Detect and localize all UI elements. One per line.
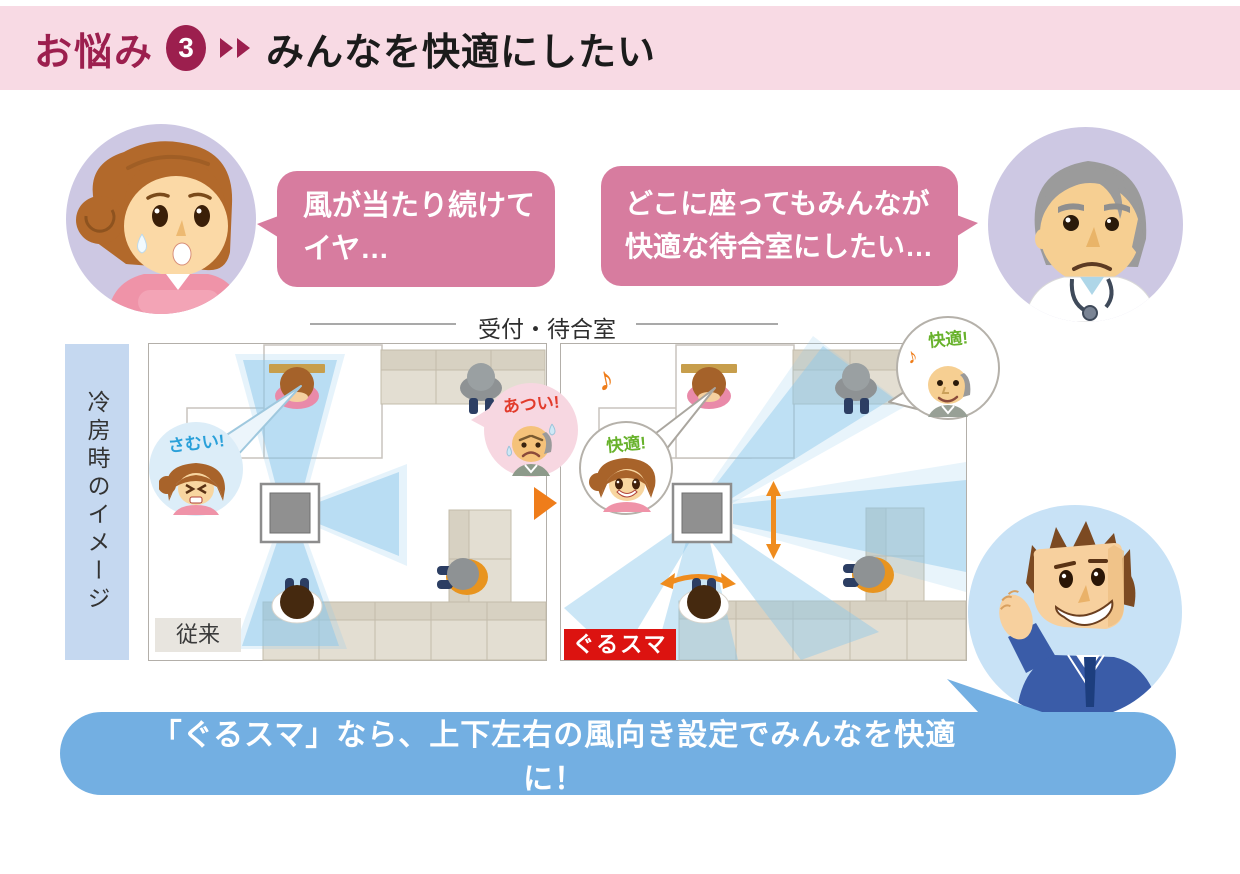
doctor-illustration (1023, 161, 1159, 322)
people-top-view (678, 363, 894, 624)
swing-arrows (660, 481, 781, 589)
callout-hot: あつい! (484, 383, 578, 477)
concern-label: お悩み (34, 31, 155, 74)
people-top-view (269, 363, 502, 624)
hot-man-face-icon (506, 423, 556, 476)
doctor-avatar (988, 127, 1183, 322)
tag-conventional: 従来 (155, 618, 241, 652)
footer-banner: 「ぐるスマ」なら、上下左右の風向き設定でみんなを快適に！ (60, 679, 1176, 796)
floor-plan-conventional-graphic (186, 344, 547, 661)
header-bar: お悩み 3 みんなを快適にしたい (0, 6, 1240, 90)
floor-plan-gurusuma: ♪ 快適! 快適! ♪ (560, 316, 1000, 661)
salesman-avatar (968, 505, 1182, 719)
next-arrow-icon (534, 487, 557, 520)
cold-woman-face-icon (159, 463, 225, 515)
speech-bubble-woman: 風が当たり続けて イヤ… (257, 171, 555, 287)
benches (262, 349, 547, 661)
callout-comfort-woman: 快適! (579, 421, 673, 515)
cooling-mode-sidebar: 冷房時のイメージ (65, 344, 129, 660)
speech-line: 快適な待合室にしたい… (625, 231, 934, 262)
section-title: 受付・待合室 (478, 316, 616, 342)
callout-cold: さむい! (149, 422, 243, 516)
woman-avatar (66, 124, 256, 314)
section-rule-left (310, 323, 456, 325)
tag-gurusuma: ぐるスマ (564, 629, 676, 660)
speech-line: イヤ… (303, 233, 390, 265)
floor-plan-conventional: さむい! あつい! (148, 343, 578, 661)
chevron-right-icon (220, 38, 251, 58)
footer-message: 「ぐるスマ」なら、上下左右の風向き設定でみんなを快適に！ (151, 718, 957, 796)
speech-line: どこに座ってもみんなが (625, 188, 930, 219)
ac-unit (259, 482, 321, 544)
callout-comfort-man: 快適! ♪ (896, 316, 1000, 420)
page-title: みんなを快適にしたい (266, 31, 657, 74)
speech-bubble-doctor: どこに座ってもみんなが 快適な待合室にしたい… (601, 166, 978, 286)
section-rule-right (636, 323, 778, 325)
concern-number-badge: 3 (166, 25, 207, 71)
woman-illustration (76, 141, 242, 314)
cooling-mode-label: 冷房時のイメージ (84, 390, 110, 614)
ac-unit (671, 482, 733, 544)
salesman-illustration (999, 521, 1160, 719)
comfort-woman-face-icon (589, 458, 656, 512)
comfort-man-face-icon (928, 366, 971, 417)
speech-line: 風が当たり続けて (303, 190, 536, 222)
